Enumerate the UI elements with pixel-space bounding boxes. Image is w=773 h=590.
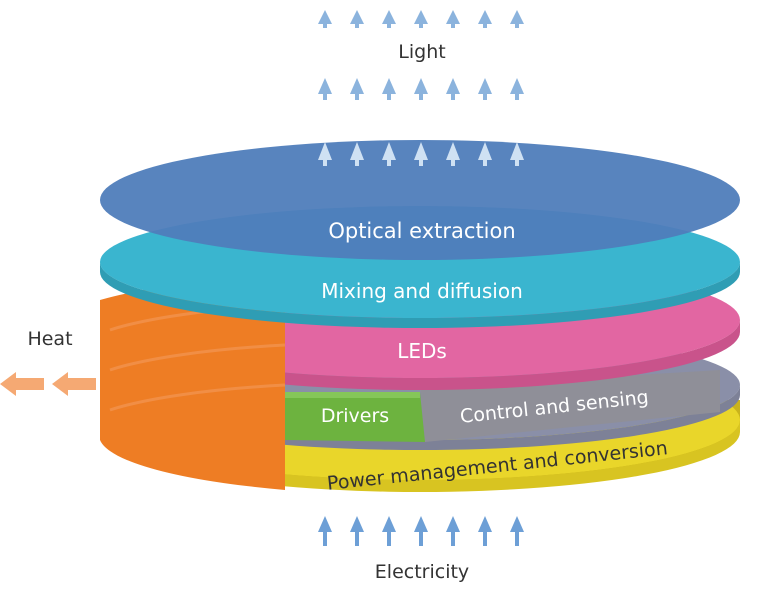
- layer-label-drivers: Drivers: [321, 405, 389, 427]
- electricity-label: Electricity: [375, 561, 469, 583]
- light-arrow-row-1: [318, 10, 524, 28]
- layer-optical-extraction: [100, 140, 740, 260]
- heat-arrows: [0, 372, 96, 396]
- layer-label-optical-extraction: Optical extraction: [328, 219, 515, 243]
- layer-label-mixing-diffusion: Mixing and diffusion: [321, 279, 523, 303]
- light-arrow-row-3: [318, 142, 524, 166]
- layer-drivers-block: [285, 392, 425, 442]
- light-arrows: [318, 10, 524, 100]
- light-arrow-row-2: [318, 78, 524, 100]
- light-label: Light: [398, 41, 445, 63]
- electricity-arrows: [318, 516, 524, 546]
- heat-band: [100, 275, 286, 490]
- layer-label-leds: LEDs: [397, 339, 447, 363]
- heat-label: Heat: [27, 328, 72, 350]
